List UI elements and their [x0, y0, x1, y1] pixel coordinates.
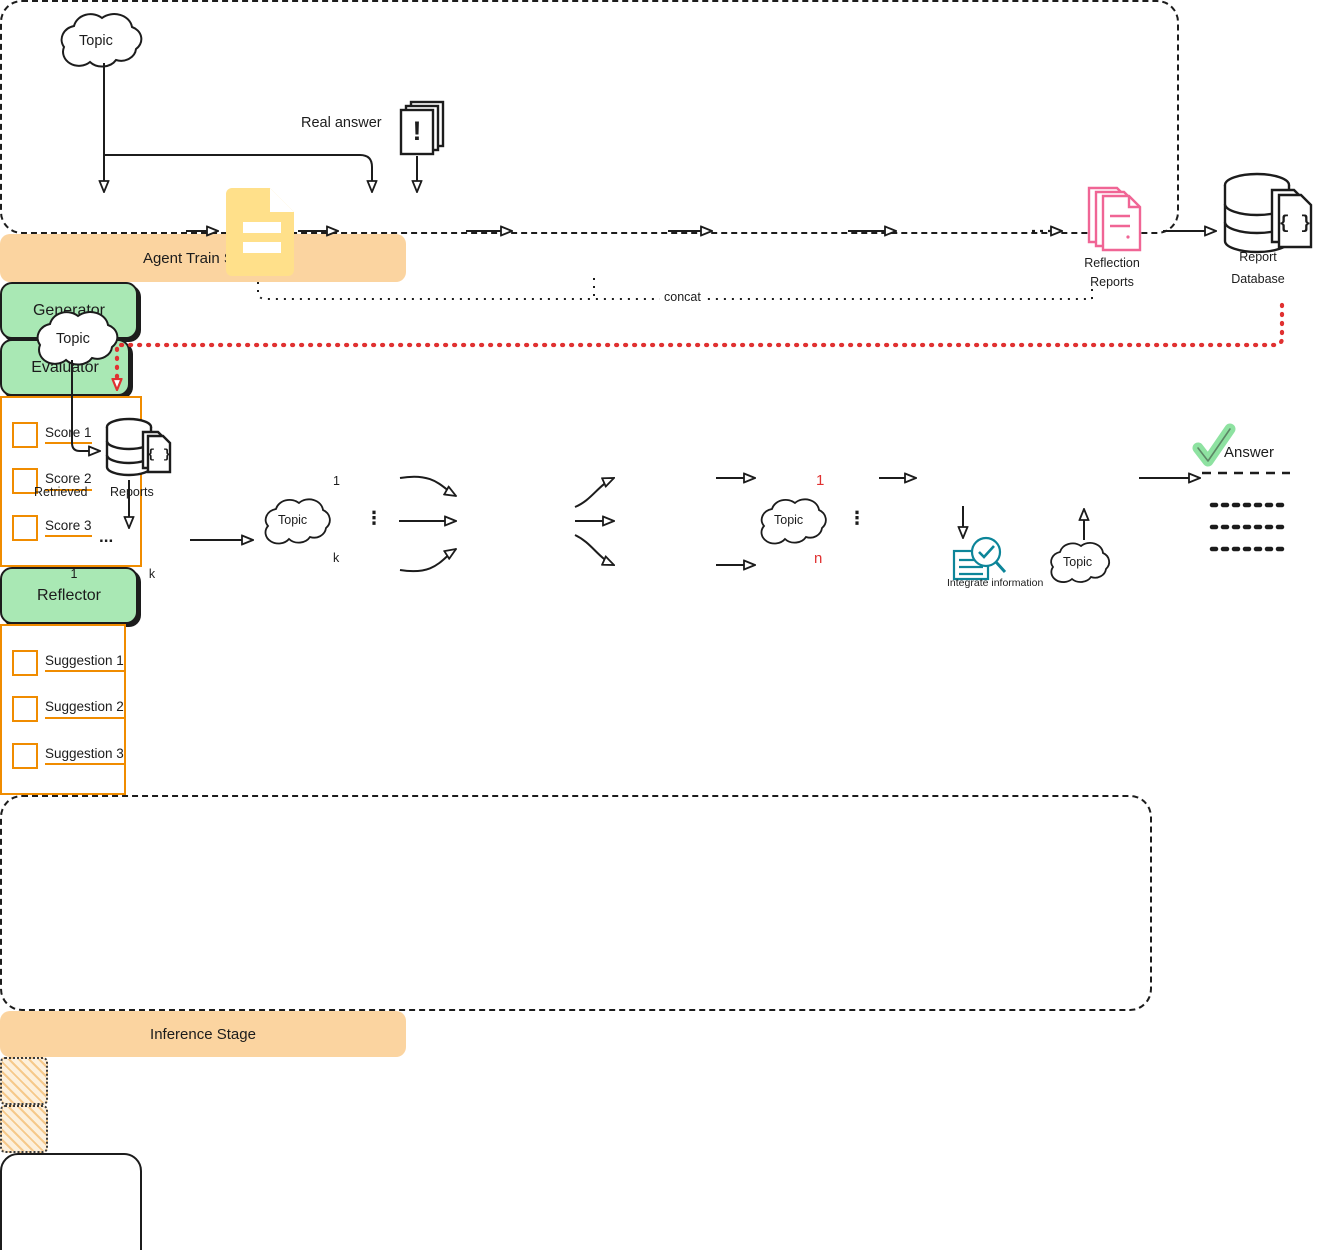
score-checkbox[interactable] — [12, 468, 38, 495]
answer-card-title: Answer — [1223, 444, 1275, 461]
suggestion-row[interactable]: Suggestion 2 — [12, 696, 124, 723]
reflection-reports-label-line1: Reflection — [1084, 256, 1140, 270]
bundle-right-vertical-ellipsis: ⋮ — [848, 508, 866, 528]
suggestion-checkbox[interactable] — [12, 650, 38, 677]
bundle-right-topic-label: Topic — [774, 513, 804, 527]
real-answer-label: Real answer — [301, 115, 382, 131]
suggestion-label: Suggestion 2 — [45, 700, 124, 719]
suggestion-panel: Suggestion 1 Suggestion 2 Suggestion 3 — [0, 624, 126, 795]
score-label: Score 2 — [45, 472, 92, 491]
inference-stage-banner: Inference Stage — [0, 1011, 406, 1057]
generator-label-train: Generator — [32, 301, 106, 319]
score-label: Score 1 — [45, 425, 92, 445]
svg-text:{ }: { } — [1279, 214, 1311, 234]
topic-label-inference: Topic — [56, 331, 90, 347]
integrate-box-topic-label: Topic — [1063, 555, 1093, 569]
score-checkbox[interactable] — [12, 422, 38, 449]
bundle-right-last-index: n — [814, 550, 823, 567]
train-stage-frame — [0, 0, 1179, 234]
reflector-label: Reflector — [36, 586, 102, 604]
reflection-reports-label-line2: Reports — [1090, 275, 1134, 289]
score-row[interactable]: Score 3 — [12, 514, 130, 541]
score-label: Score 3 — [45, 518, 92, 537]
bundle-left-first-index: 1 — [333, 474, 340, 488]
score-row[interactable]: Score 1 — [12, 422, 130, 449]
svg-text:{ }: { } — [147, 447, 170, 462]
inference-stage-banner-label: Inference Stage — [150, 1025, 256, 1043]
retrieved-tile-first-index: 1 — [70, 567, 78, 581]
bundle-left-vertical-ellipsis: ⋮ — [365, 508, 383, 528]
retrieved-tiles-ellipsis: ... — [99, 527, 114, 546]
integrate-information-caption: Integrate information — [947, 577, 1044, 589]
suggestion-row[interactable]: Suggestion 1 — [12, 650, 124, 677]
train-stage-banner-label: Agent Train Stage — [142, 249, 264, 267]
report-database-icon — [1223, 172, 1313, 254]
evaluator-node[interactable]: Evaluator — [0, 339, 130, 396]
bundle-left — [0, 1153, 142, 1250]
bundle-right-first-index: 1 — [816, 472, 825, 489]
score-row[interactable]: Score 2 — [12, 468, 130, 495]
reports-label: Reports — [110, 485, 154, 499]
score-checkbox[interactable] — [12, 514, 38, 541]
bundle-left-topic-label: Topic — [278, 513, 308, 527]
retrieved-tile-last-index: k — [148, 567, 156, 581]
train-stage-banner: Agent Train Stage — [0, 234, 406, 282]
topic-label-train: Topic — [79, 33, 113, 49]
suggestion-label: Suggestion 3 — [45, 746, 124, 765]
retrieved-label: Retrieved — [34, 485, 88, 499]
integrate-information-icon — [952, 536, 1007, 581]
reflector-node[interactable]: Reflector — [0, 567, 138, 624]
suggestion-label: Suggestion 1 — [45, 653, 124, 673]
suggestion-checkbox[interactable] — [12, 696, 38, 723]
report-database-label-line2: Database — [1231, 272, 1285, 286]
concat-label: concat — [660, 290, 705, 304]
retrieved-tile-first — [0, 1057, 48, 1105]
bundle-left-last-index: k — [333, 551, 340, 565]
suggestion-checkbox[interactable] — [12, 742, 38, 769]
inference-stage-frame — [0, 795, 1152, 1011]
suggestion-row[interactable]: Suggestion 3 — [12, 742, 124, 769]
report-database-label-line1: Report — [1239, 250, 1277, 264]
retrieved-tile-last — [0, 1105, 48, 1153]
score-panel: Score 1 Score 2 Score 3 — [0, 396, 142, 567]
evaluator-label: Evaluator — [31, 358, 99, 376]
